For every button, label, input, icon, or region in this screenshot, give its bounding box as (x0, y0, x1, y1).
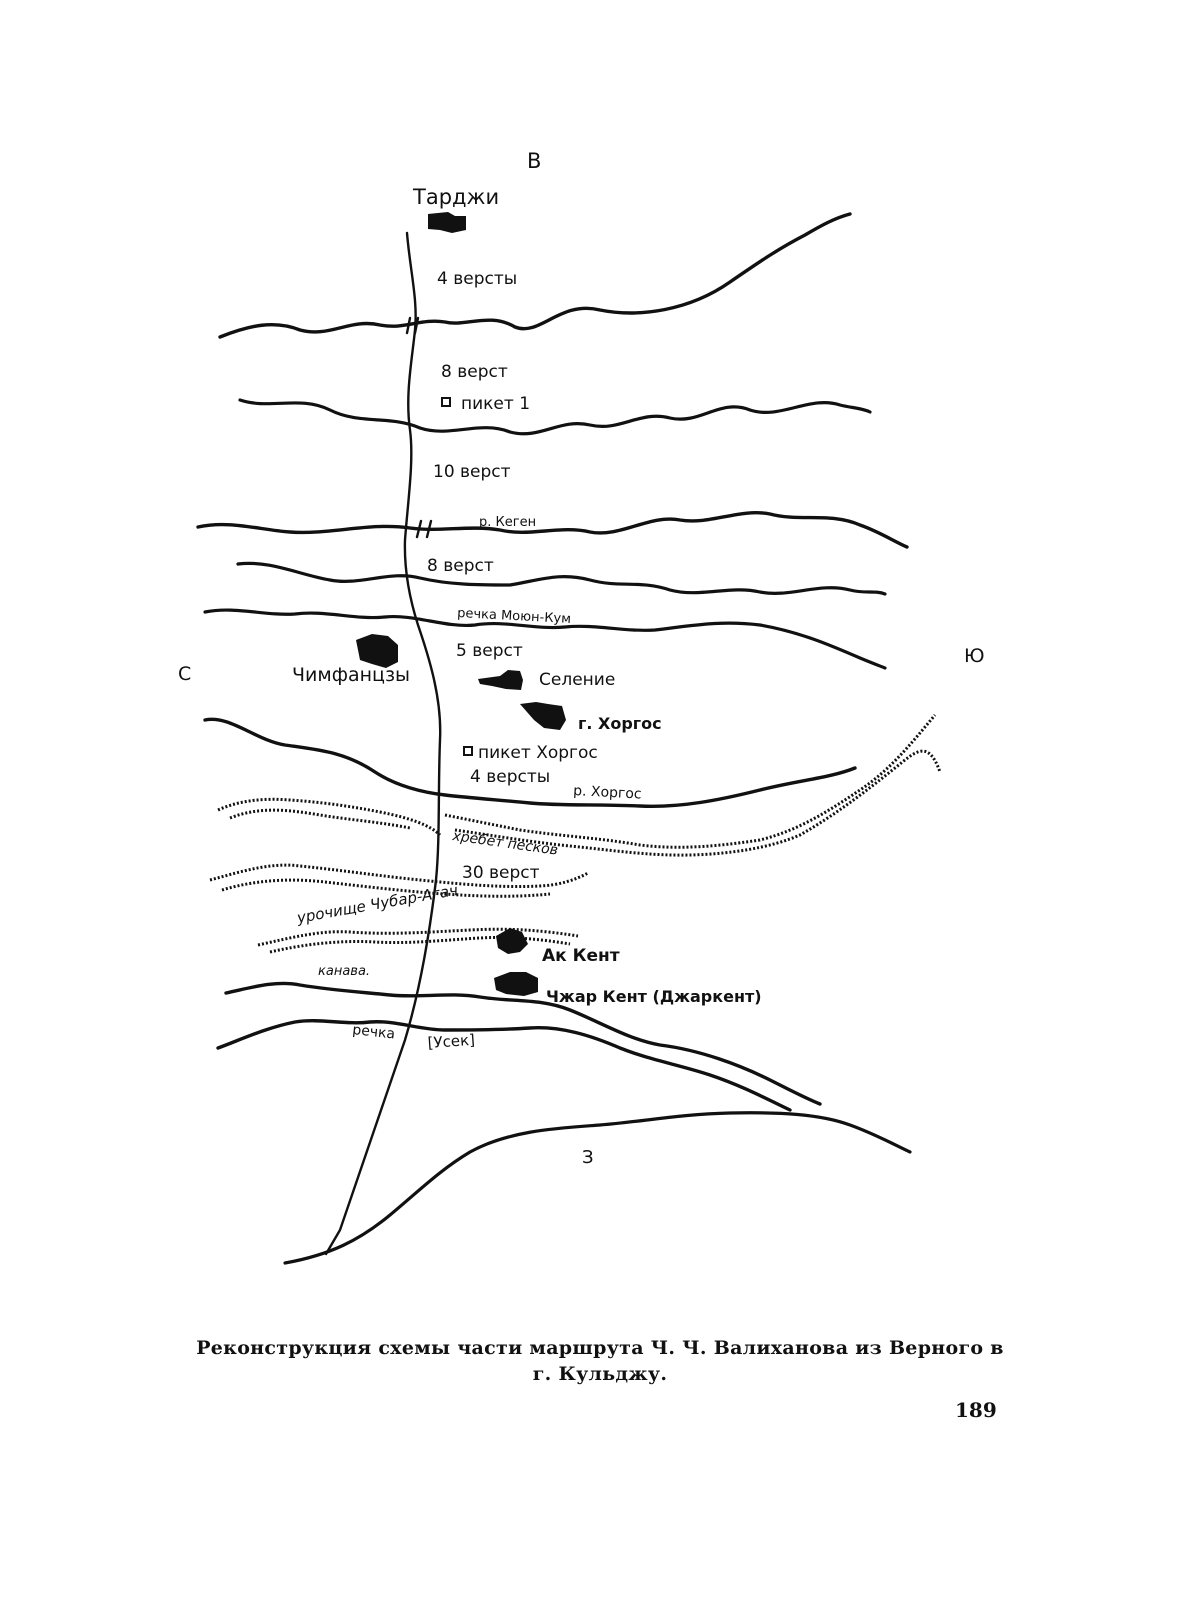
feature-usek-label: [Усек] (427, 1031, 476, 1052)
feature-sand-ridge-label: хребет песков (450, 828, 559, 859)
feature-kanava-label: канава. (318, 964, 370, 979)
settlement-khorgos-label: г. Хоргос (578, 714, 662, 733)
feature-moyunkum-label: речка Моюн-Кум (457, 606, 572, 627)
picket-1-label: пикет 1 (461, 394, 530, 414)
picket-1-marker (441, 397, 451, 407)
compass-west: С (178, 663, 191, 685)
settlement-tardzhi-label: Тарджи (412, 185, 499, 209)
river-4 (236, 561, 887, 596)
sand-ridge-4 (257, 927, 579, 947)
sand-ridge-2 (444, 714, 937, 849)
picket-khorgos-marker (463, 746, 473, 756)
settlement-tardzhi-marker (428, 212, 466, 233)
river-1 (218, 212, 852, 339)
distance-label: 4 версты (437, 269, 517, 289)
compass-north: В (527, 149, 541, 173)
page-number: 189 (955, 1398, 997, 1422)
river-2 (238, 398, 872, 436)
picket-khorgos-label: пикет Хоргос (478, 743, 598, 763)
river-usek (216, 1019, 792, 1112)
sand-ridge-1 (217, 797, 442, 837)
caption-line-2: г. Кульджу. (532, 1363, 668, 1385)
distance-label: 30 верст (462, 863, 540, 883)
compass-south: З (582, 1147, 594, 1168)
river-kegen (196, 511, 909, 549)
caption-line-1: Реконструкция схемы части маршрута Ч. Ч.… (196, 1337, 1004, 1359)
route-map: В З С Ю Тарджи Чимфанцзы Селение г. Хорг… (178, 149, 985, 1265)
settlement-dzharkent-label: Чжар Кент (Джаркент) (546, 987, 762, 1006)
settlement-khorgos-marker (520, 702, 566, 730)
settlement-chimfantszy-marker (356, 634, 398, 668)
distance-label: 10 верст (433, 462, 511, 482)
feature-rechka-label: речка (352, 1022, 396, 1042)
sand-ridge-4-inner (269, 935, 571, 954)
settlement-akkent-label: Ак Кент (542, 946, 620, 966)
sand-ridge-2-inner (454, 749, 942, 857)
route-line (324, 231, 442, 1256)
settlement-akkent-marker (496, 928, 528, 954)
settlement-dzharkent-marker (494, 972, 538, 996)
distance-label: 4 версты (470, 767, 550, 787)
distance-label: 5 верст (456, 641, 523, 661)
distance-label: 8 верст (427, 556, 494, 576)
sand-ridge-3-inner (221, 878, 551, 898)
river-moyunkum (203, 608, 887, 670)
crossing-mark-2 (415, 519, 433, 539)
sand-ridge-1-inner (229, 808, 411, 830)
settlement-selenie-label: Селение (539, 670, 615, 690)
arc-z (283, 1111, 912, 1265)
river-khorgos (203, 717, 857, 808)
compass-east: Ю (964, 645, 985, 667)
canal (224, 981, 822, 1106)
figure-caption: Реконструкция схемы части маршрута Ч. Ч.… (0, 1335, 1200, 1387)
sand-ridge-3 (209, 863, 589, 889)
distance-label: 8 верст (441, 362, 508, 382)
settlement-selenie-marker (478, 670, 523, 690)
settlement-chimfantszy-label: Чимфанцзы (292, 664, 410, 686)
crossing-mark-1 (405, 316, 420, 335)
feature-khorgos-river-label: р. Хоргос (573, 783, 642, 803)
feature-kegen-label: р. Кеген (479, 515, 536, 530)
